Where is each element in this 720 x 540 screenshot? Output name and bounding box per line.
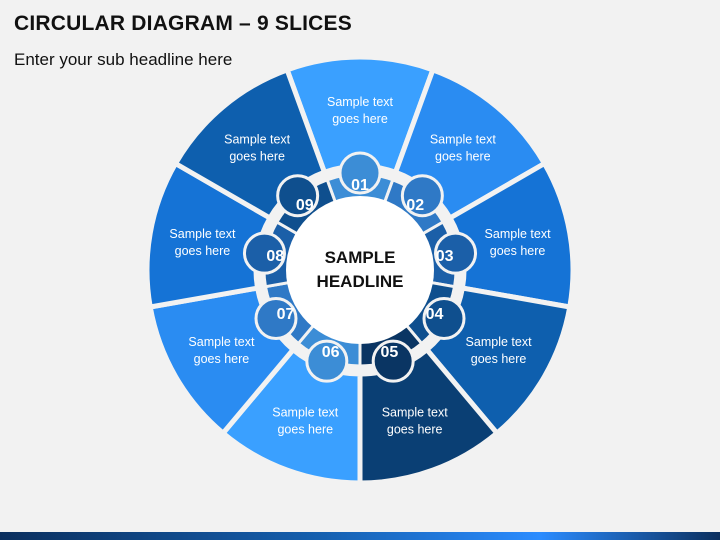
slice-05-number: 05	[381, 344, 399, 361]
tab-06-bump	[305, 339, 349, 383]
slide-subtitle: Enter your sub headline here	[14, 50, 233, 69]
tab-08-bump	[242, 231, 286, 275]
slice-04-number: 04	[426, 306, 444, 323]
slice-05-text-line1: Sample text	[382, 405, 449, 419]
slice-08-number: 08	[266, 248, 284, 265]
slice-03-text-line2: goes here	[490, 244, 546, 258]
slice-02-number: 02	[406, 197, 424, 214]
slice-07-text-line2: goes here	[194, 352, 250, 366]
tab-03-bump	[434, 231, 478, 275]
slice-03-number: 03	[436, 248, 454, 265]
tab-09-bump	[276, 174, 320, 218]
slice-07-number: 07	[277, 306, 295, 323]
tab-02-bump	[400, 174, 444, 218]
slice-09-text-line2: goes here	[229, 149, 285, 163]
slice-08-text-line1: Sample text	[169, 227, 236, 241]
slice-04-text-line2: goes here	[471, 352, 527, 366]
slice-02-text-line2: goes here	[435, 149, 491, 163]
tab-01-bump	[338, 151, 382, 195]
slice-01-text-line2: goes here	[332, 112, 388, 126]
slice-08-text-line2: goes here	[175, 244, 231, 258]
center-headline-line2: HEADLINE	[317, 272, 404, 291]
slice-06-text-line1: Sample text	[272, 405, 339, 419]
tab-05-bump	[371, 339, 415, 383]
slice-07-text-line1: Sample text	[188, 335, 255, 349]
slice-01-text-line1: Sample text	[327, 95, 394, 109]
tab-04-bump	[422, 297, 466, 340]
slice-06-text-line2: goes here	[277, 422, 333, 436]
slice-09-text-line1: Sample text	[224, 132, 291, 146]
center-headline-line1: SAMPLE	[325, 248, 396, 267]
slice-02-text-line1: Sample text	[430, 132, 497, 146]
tab-07-bump	[254, 297, 298, 340]
tab-numbers: 01 02 03 04 05 06 07 08 09	[266, 177, 453, 361]
slice-03-text-line1: Sample text	[485, 227, 552, 241]
slice-06-number: 06	[322, 344, 340, 361]
slide-title: CIRCULAR DIAGRAM – 9 SLICES	[14, 12, 352, 35]
center-hub	[286, 196, 434, 344]
slice-01-number: 01	[351, 177, 369, 194]
slice-04-text-line1: Sample text	[466, 335, 533, 349]
slice-05-text-line2: goes here	[387, 422, 443, 436]
bottom-accent-bar	[0, 532, 720, 540]
slice-09-number: 09	[296, 197, 314, 214]
